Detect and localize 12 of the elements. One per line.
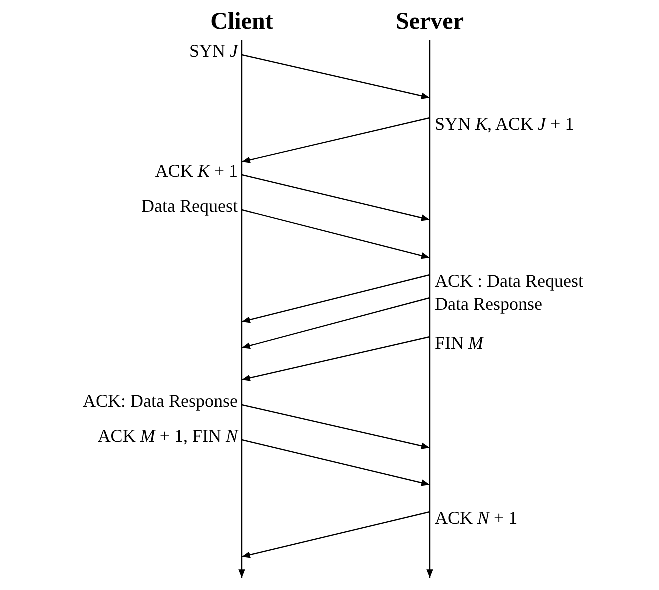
participant-label: Server xyxy=(395,8,465,36)
message-arrow xyxy=(242,404,430,450)
message-arrow xyxy=(242,439,430,486)
participant-label: Client xyxy=(210,8,274,36)
message-arrow xyxy=(242,297,430,350)
message-arrow xyxy=(242,117,430,164)
message-arrow xyxy=(242,274,430,324)
message-arrow xyxy=(242,174,430,222)
message-arrow xyxy=(242,336,430,382)
message-arrow xyxy=(242,511,430,558)
message-arrow xyxy=(242,54,430,100)
message-arrow xyxy=(242,209,430,260)
